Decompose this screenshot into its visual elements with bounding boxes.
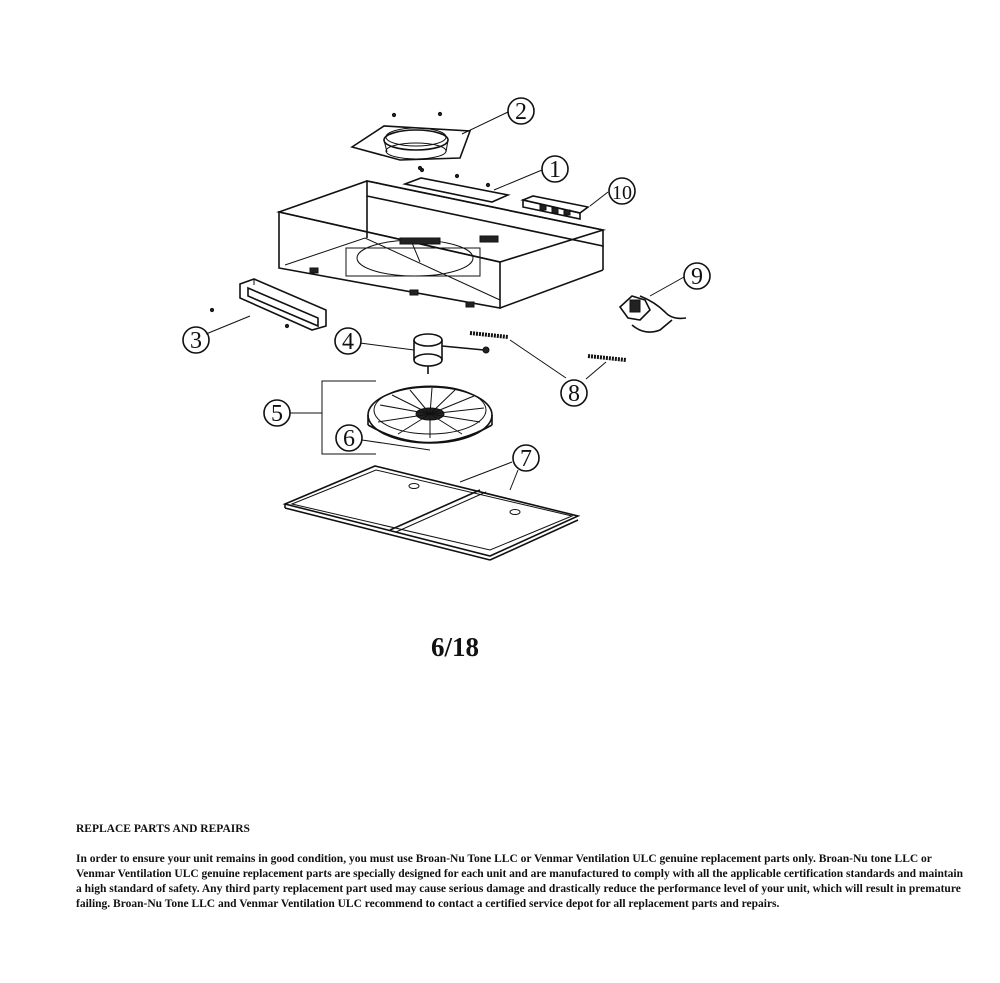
part-brackets xyxy=(469,331,627,362)
part-damper-box xyxy=(209,278,327,331)
callout-7: 7 xyxy=(512,444,540,472)
callout-6-label: 6 xyxy=(343,426,355,452)
callout-4: 4 xyxy=(334,327,362,355)
callout-8-label: 8 xyxy=(568,381,580,407)
callout-5: 5 xyxy=(263,399,291,427)
callout-4-label: 4 xyxy=(342,329,354,355)
callout-3: 3 xyxy=(182,326,210,354)
leader-lines xyxy=(205,111,685,491)
callout-9: 9 xyxy=(683,262,711,290)
callout-3-label: 3 xyxy=(190,328,202,354)
page-number: 6/18 xyxy=(430,632,479,662)
notice-title: REPLACE PARTS AND REPAIRS xyxy=(76,823,250,835)
part-light-socket xyxy=(618,295,687,333)
part-motor xyxy=(413,333,490,374)
callout-6: 6 xyxy=(335,424,363,452)
callout-10: 10 xyxy=(608,177,636,205)
part-hood-housing xyxy=(276,180,607,309)
callout-1-label: 1 xyxy=(549,157,561,183)
callout-7-label: 7 xyxy=(520,446,532,472)
callout-9-label: 9 xyxy=(691,264,703,290)
callout-2: 2 xyxy=(507,97,535,125)
notice-body: In order to ensure your unit remains in … xyxy=(76,853,964,910)
part-damper-collar xyxy=(350,111,472,173)
callout-10-label: 10 xyxy=(612,182,632,204)
callout-8: 8 xyxy=(560,379,588,407)
part-top-plate xyxy=(402,165,511,203)
callout-5-label: 5 xyxy=(271,401,283,427)
callout-1: 1 xyxy=(541,155,569,183)
part-blower-wheel xyxy=(367,385,493,444)
part-filters xyxy=(282,465,581,561)
callout-2-label: 2 xyxy=(515,99,527,125)
part-switch xyxy=(520,195,590,220)
